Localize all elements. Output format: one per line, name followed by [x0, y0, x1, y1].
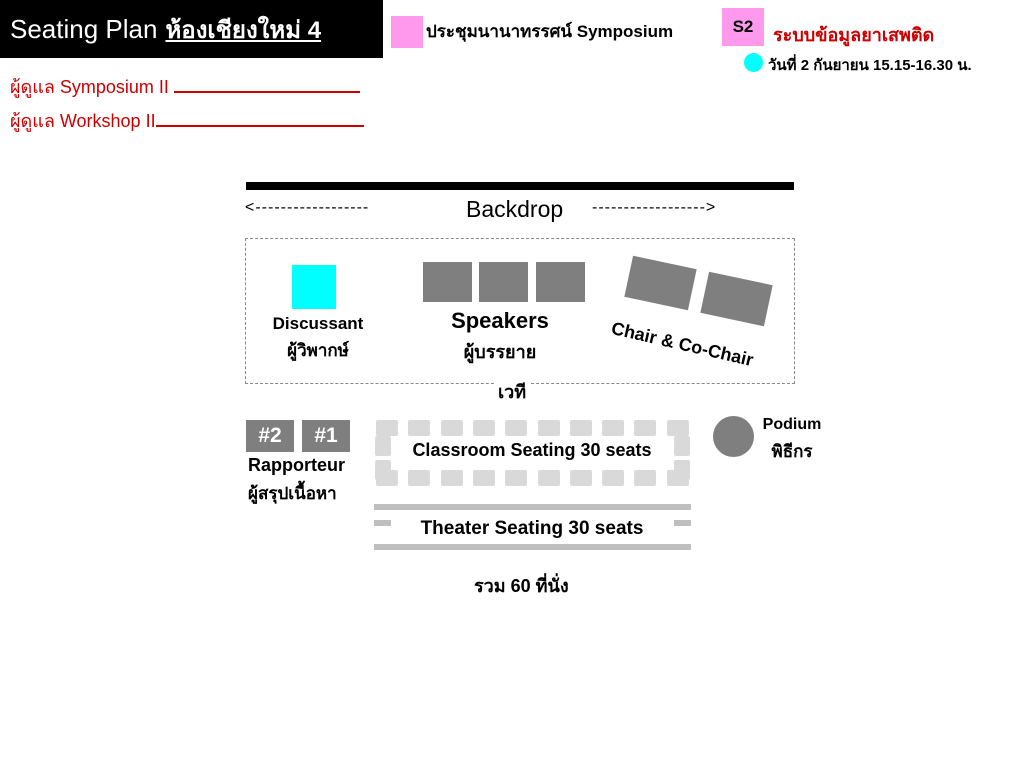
- speaker-seat: [536, 262, 585, 302]
- theater-seating-label: Theater Seating 30 seats: [420, 518, 644, 539]
- rapporteur-label-th: ผู้สรุปเนื้อหา: [248, 484, 337, 503]
- rapporteur-label: Rapporteur: [248, 455, 346, 475]
- classroom-seat: [408, 420, 431, 436]
- backdrop-arrow-right: ------------------>: [592, 199, 717, 216]
- total-seats-label: รวม 60 ที่นั่ง: [474, 576, 569, 596]
- podium-icon: [713, 416, 754, 457]
- admin-symposium-label: ผู้ดูแล Symposium II: [10, 77, 174, 97]
- classroom-seat: [569, 420, 592, 436]
- admin-workshop-blank: [155, 109, 364, 127]
- classroom-seat: [674, 436, 690, 456]
- system-name-label: ระบบข้อมูลยาเสพติด: [773, 25, 935, 45]
- rapporteur-seat-1: #1: [302, 420, 350, 452]
- discussant-seat: [292, 265, 336, 309]
- speaker-seat: [423, 262, 472, 302]
- podium-label: Podium: [762, 416, 822, 433]
- date-marker-icon: [744, 53, 763, 72]
- admin-workshop-label: ผู้ดูแล Workshop II: [10, 111, 156, 131]
- backdrop-bar: [246, 182, 794, 190]
- classroom-seat: [634, 470, 657, 486]
- theater-row-stub: [374, 520, 391, 526]
- theater-row-stub: [674, 520, 691, 526]
- stage-label: เวที: [494, 377, 531, 406]
- title-text: Seating Plan: [10, 13, 158, 44]
- podium-label-th: พิธีกร: [771, 442, 813, 461]
- classroom-seat: [569, 470, 592, 486]
- classroom-seat: [634, 420, 657, 436]
- classroom-seat: [472, 420, 495, 436]
- classroom-seat: [440, 420, 463, 436]
- classroom-seat: [537, 420, 560, 436]
- classroom-seat: [666, 420, 689, 436]
- classroom-seat: [408, 470, 431, 486]
- discussant-label-th: ผู้วิพากษ์: [287, 341, 349, 360]
- classroom-seat: [537, 470, 560, 486]
- classroom-seat: [375, 436, 391, 456]
- symposium-color-swatch: [391, 16, 423, 48]
- rapporteur-seat-2: #2: [246, 420, 294, 452]
- classroom-seat: [440, 470, 463, 486]
- classroom-seat: [674, 460, 690, 480]
- backdrop-arrow-left: <------------------: [245, 199, 370, 216]
- session-type-label: ประชุมนานาทรรศน์ Symposium: [426, 22, 674, 41]
- speakers-label: Speakers: [451, 308, 549, 333]
- speakers-label-th: ผู้บรรยาย: [463, 342, 537, 362]
- admin-workshop-line: ผู้ดูแล Workshop II: [10, 106, 364, 135]
- classroom-seat: [505, 470, 528, 486]
- admin-symposium-line: ผู้ดูแล Symposium II: [10, 72, 360, 101]
- admin-symposium-blank: [173, 75, 360, 93]
- classroom-seat: [375, 460, 391, 480]
- theater-row: [374, 544, 691, 550]
- speaker-seat: [479, 262, 528, 302]
- backdrop-label: Backdrop: [466, 196, 564, 222]
- date-label: วันที่ 2 กันยายน 15.15-16.30 น.: [768, 57, 972, 74]
- classroom-seat: [376, 420, 398, 436]
- classroom-seat: [602, 420, 625, 436]
- page-title: Seating Plan ห้องเชียงใหม่ 4: [0, 0, 383, 58]
- classroom-seat: [472, 470, 495, 486]
- classroom-seat: [505, 420, 528, 436]
- discussant-label: Discussant: [272, 314, 364, 333]
- theater-row: [374, 504, 691, 510]
- room-name: ห้องเชียงใหม่ 4: [165, 16, 322, 44]
- classroom-seating-label: Classroom Seating 30 seats: [397, 436, 667, 464]
- classroom-seat: [602, 470, 625, 486]
- session-code-badge: S2: [722, 8, 764, 46]
